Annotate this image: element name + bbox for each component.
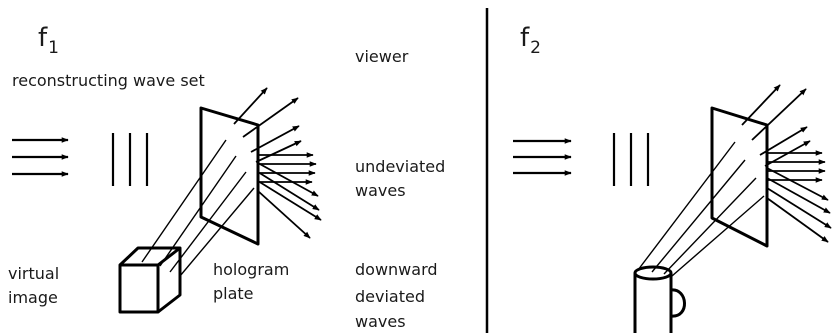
label-downward: downward (355, 260, 438, 279)
viewer-ray (741, 84, 781, 126)
object-ray (671, 195, 765, 277)
object-ray (663, 177, 757, 275)
viewer-ray (233, 87, 268, 125)
viewer-ray (242, 97, 299, 138)
viewer-ray (255, 140, 302, 163)
label-waves: waves (355, 312, 406, 331)
label-hologram: hologram (213, 260, 289, 279)
cube-icon (118, 246, 182, 314)
object-ray (651, 159, 746, 273)
object-ray (179, 187, 255, 277)
downward-ray (766, 187, 832, 229)
label-image: image (8, 288, 58, 307)
viewer-ray (751, 88, 807, 141)
downward-ray (257, 180, 322, 221)
downward-ray (766, 177, 831, 214)
wavefront-lines (111, 133, 149, 186)
label-reconstructing-wave-set: reconstructing wave set (12, 71, 205, 90)
incoming-wave-arrows (12, 137, 69, 177)
hologram-plate-2 (710, 106, 769, 248)
wavefront-lines-2 (612, 133, 650, 186)
panel-f1: f1 reconstructing wave set viewer undevi… (8, 23, 445, 331)
label-virtual: virtual (8, 264, 59, 283)
label-viewer: viewer (355, 47, 409, 66)
object-ray (169, 171, 247, 273)
object-rays (141, 139, 255, 277)
hologram-plate (199, 106, 260, 246)
downward-ray (766, 167, 829, 201)
downward-ray (766, 197, 829, 243)
object-rays-2 (637, 141, 765, 277)
undeviated-rays-2 (767, 150, 826, 183)
undeviated-rays (258, 152, 317, 185)
downward-rays (257, 162, 322, 239)
label-undeviated-1: undeviated (355, 157, 445, 176)
downward-ray (257, 171, 320, 211)
viewer-rays (233, 87, 302, 163)
panel-f1-title: f1 (38, 23, 59, 58)
panel-f2: f2 (513, 23, 832, 333)
mug-icon (633, 265, 686, 333)
downward-ray (257, 162, 319, 197)
viewer-ray (759, 126, 808, 156)
incoming-wave-arrows-2 (513, 138, 572, 176)
viewer-ray (250, 125, 300, 153)
label-undeviated-2: waves (355, 181, 406, 200)
downward-rays-2 (766, 167, 832, 243)
downward-ray (257, 190, 311, 239)
panel-f2-title: f2 (520, 23, 541, 58)
label-deviated: deviated (355, 287, 425, 306)
label-plate: plate (213, 284, 254, 303)
object-ray (637, 141, 736, 271)
object-ray (141, 139, 227, 263)
